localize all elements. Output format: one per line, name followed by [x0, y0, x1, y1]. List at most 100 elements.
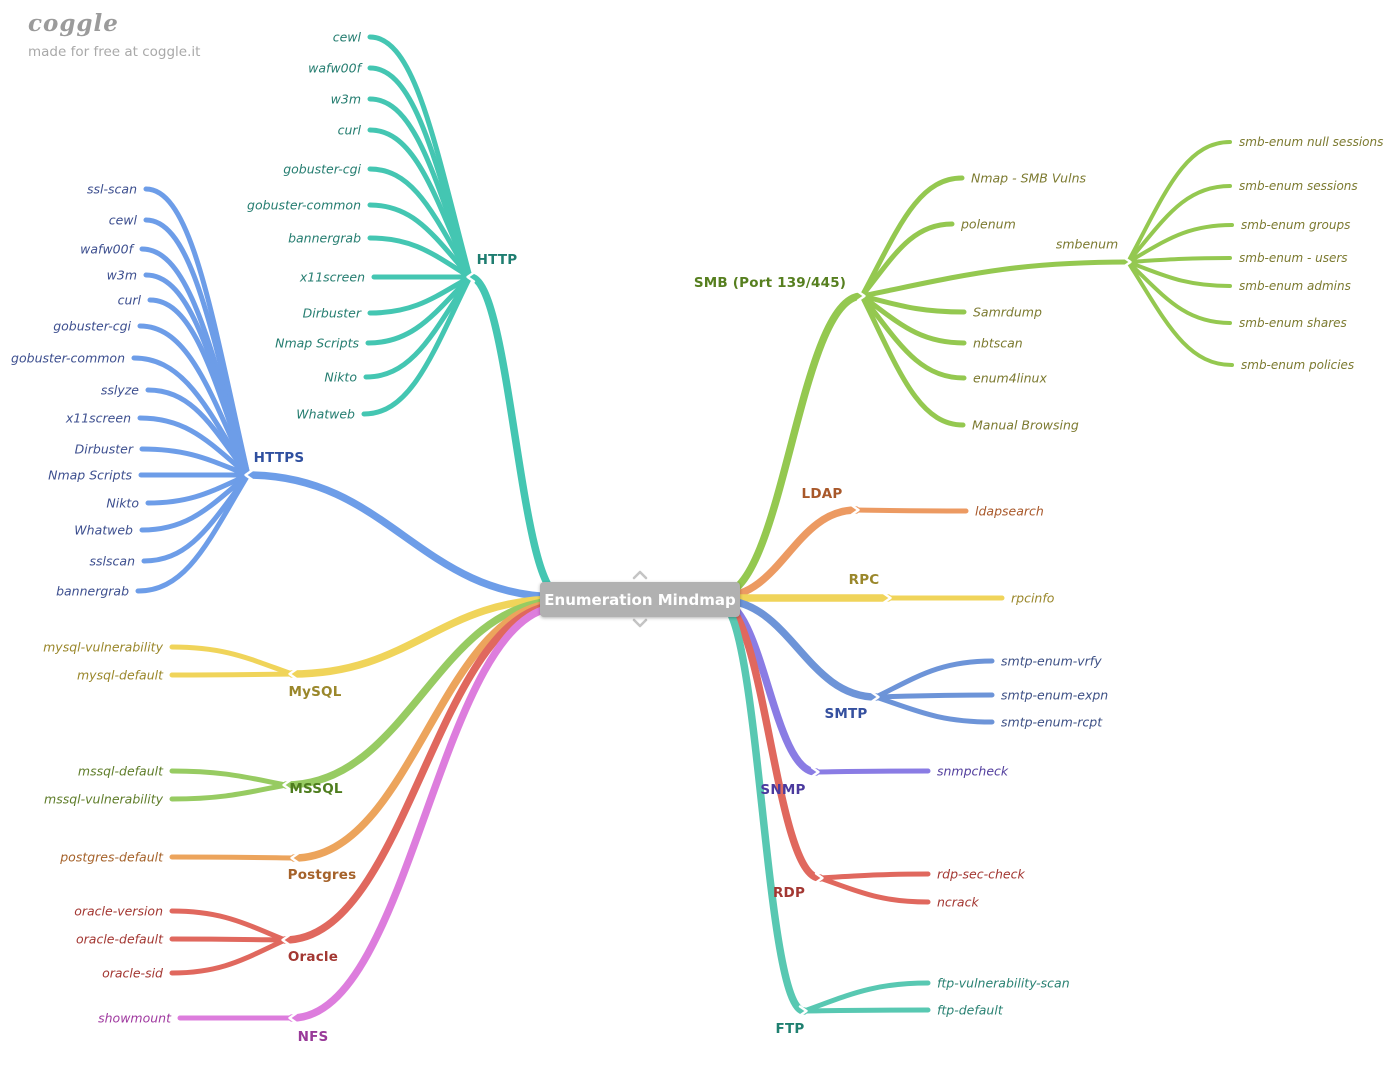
http-branch-label[interactable]: HTTP [476, 252, 518, 268]
http-item-line-curl [367, 127, 473, 280]
https-item-label-gobuster-cgi[interactable]: gobuster-cgi [53, 318, 131, 334]
oracle-branch-label[interactable]: Oracle [287, 949, 339, 965]
ftp-item-label-ftp-default[interactable]: ftp-default [937, 1002, 1003, 1018]
smb-child-label-smb-enum-groups[interactable]: smb-enum groups [1241, 218, 1351, 232]
oracle-item-label-oracle-version[interactable]: oracle-version [74, 903, 163, 919]
rpc-item-label-rpcinfo[interactable]: rpcinfo [1011, 590, 1055, 606]
smb-item-line-smbenum [859, 259, 1131, 299]
smb-child-label-smb-enum-sessions[interactable]: smb-enum sessions [1239, 179, 1358, 193]
smb-item-label-enum4linux[interactable]: enum4linux [973, 370, 1047, 386]
http-item-label-nmap-scripts[interactable]: Nmap Scripts [275, 335, 359, 351]
center-node[interactable]: Enumeration Mindmap [540, 582, 740, 617]
smtp-collapse-chevron-icon[interactable] [870, 691, 880, 703]
https-item-label-x11screen[interactable]: x11screen [65, 410, 131, 426]
postgres-collapse-chevron-icon[interactable] [290, 852, 300, 864]
postgres-branch-label[interactable]: Postgres [287, 867, 357, 883]
snmp-collapse-chevron-icon[interactable] [810, 766, 820, 778]
smb-item-label-samrdump[interactable]: Samrdump [973, 304, 1042, 320]
smb-child-label-smb-enum-users[interactable]: smb-enum - users [1239, 251, 1348, 265]
mssql-branch-label[interactable]: MSSQL [289, 781, 343, 797]
mysql-collapse-chevron-icon[interactable] [288, 668, 298, 680]
coggle-wordmark[interactable]: coggle [28, 10, 119, 37]
https-item-label-ssl-scan[interactable]: ssl-scan [87, 181, 137, 197]
https-item-label-whatweb[interactable]: Whatweb [74, 522, 133, 538]
mysql-branch-label[interactable]: MySQL [288, 684, 342, 700]
http-item-label-bannergrab[interactable]: bannergrab [288, 230, 361, 246]
smb-child-label-smb-enum-policies[interactable]: smb-enum policies [1241, 358, 1355, 372]
mysql-item-label-mysql-vulnerability[interactable]: mysql-vulnerability [43, 639, 163, 655]
http-item-label-w3m[interactable]: w3m [330, 91, 361, 107]
http-item-label-cewl[interactable]: cewl [332, 29, 361, 45]
https-item-label-wafw00f[interactable]: wafw00f [80, 241, 133, 257]
smb-child-label-smb-enum-null-sessions[interactable]: smb-enum null sessions [1239, 135, 1384, 149]
rdp-item-label-rdp-sec-check[interactable]: rdp-sec-check [937, 866, 1025, 882]
smb-branch-label[interactable]: SMB (Port 139/445) [693, 275, 847, 291]
snmp-branch-label[interactable]: SNMP [760, 782, 806, 798]
mssql-item-label-mssql-default[interactable]: mssql-default [77, 763, 163, 779]
mssql-item-label-mssql-vulnerability[interactable]: mssql-vulnerability [44, 791, 163, 807]
smtp-item-label-smtp-enum-rcpt[interactable]: smtp-enum-rcpt [1001, 714, 1103, 730]
https-item-label-curl[interactable]: curl [117, 292, 141, 308]
smb-subnode-label-smbenum[interactable]: smbenum [1055, 236, 1119, 252]
mssql-collapse-chevron-icon[interactable] [282, 779, 292, 791]
http-item-label-whatweb[interactable]: Whatweb [296, 406, 355, 422]
rpc-branch-label[interactable]: RPC [848, 572, 880, 588]
https-item-label-gobuster-common[interactable]: gobuster-common [11, 350, 125, 366]
https-branch-label[interactable]: HTTPS [253, 450, 305, 466]
https-item-label-w3m[interactable]: w3m [106, 267, 137, 283]
https-item-label-cewl[interactable]: cewl [108, 212, 137, 228]
center-collapse-up-icon[interactable] [632, 570, 648, 580]
smb-collapse-chevron-icon[interactable] [856, 290, 866, 302]
http-item-label-dirbuster[interactable]: Dirbuster [302, 305, 361, 321]
snmp-item-label-snmpcheck[interactable]: snmpcheck [937, 763, 1009, 779]
http-item-label-curl[interactable]: curl [337, 122, 361, 138]
smb-child-label-smb-enum-shares[interactable]: smb-enum shares [1239, 316, 1347, 330]
nfs-item-label-showmount[interactable]: showmount [98, 1010, 171, 1026]
ldap-collapse-chevron-icon[interactable] [850, 504, 860, 516]
smtp-branch-label[interactable]: SMTP [824, 706, 868, 722]
rdp-collapse-chevron-icon[interactable] [814, 872, 824, 884]
smtp-item-label-smtp-enum-expn[interactable]: smtp-enum-expn [1001, 687, 1109, 703]
smb-item-label-nmap-smb-vulns[interactable]: Nmap - SMB Vulns [971, 170, 1087, 186]
smb-item-label-nbtscan[interactable]: nbtscan [973, 335, 1023, 351]
smb-smbenum-collapse-chevron-icon[interactable] [1122, 256, 1132, 268]
rdp-item-label-ncrack[interactable]: ncrack [937, 894, 979, 910]
rdp-branch-label[interactable]: RDP [772, 885, 806, 901]
nfs-branch-label[interactable]: NFS [297, 1029, 329, 1045]
smb-item-label-polenum[interactable]: polenum [961, 216, 1016, 232]
postgres-item-label-postgres-default[interactable]: postgres-default [60, 849, 163, 865]
oracle-collapse-chevron-icon[interactable] [281, 934, 291, 946]
ftp-collapse-chevron-icon[interactable] [798, 1005, 808, 1017]
ldap-branch-label[interactable]: LDAP [801, 486, 843, 502]
http-item-label-wafw00f[interactable]: wafw00f [308, 60, 361, 76]
http-item-line-whatweb [361, 274, 473, 417]
smb-item-line-enum4linux [859, 293, 967, 381]
mysql-item-label-mysql-default[interactable]: mysql-default [77, 667, 163, 683]
https-item-label-nikto[interactable]: Nikto [106, 495, 139, 511]
http-item-label-gobuster-common[interactable]: gobuster-common [247, 197, 361, 213]
ldap-item-label-ldapsearch[interactable]: ldapsearch [975, 503, 1044, 519]
oracle-item-label-oracle-sid[interactable]: oracle-sid [102, 965, 163, 981]
smtp-trunk-line [716, 596, 880, 701]
ftp-branch-label[interactable]: FTP [775, 1021, 805, 1037]
oracle-item-label-oracle-default[interactable]: oracle-default [76, 931, 163, 947]
http-item-line-bannergrab [367, 235, 473, 280]
https-item-label-nmap-scripts[interactable]: Nmap Scripts [48, 467, 132, 483]
https-collapse-chevron-icon[interactable] [244, 469, 254, 481]
http-collapse-chevron-icon[interactable] [466, 271, 476, 283]
http-item-label-gobuster-cgi[interactable]: gobuster-cgi [283, 161, 361, 177]
https-item-label-sslyze[interactable]: sslyze [100, 382, 139, 398]
https-item-label-bannergrab[interactable]: bannergrab [56, 583, 129, 599]
smb-item-label-manual-browsing[interactable]: Manual Browsing [972, 417, 1079, 433]
smtp-item-label-smtp-enum-vrfy[interactable]: smtp-enum-vrfy [1001, 653, 1102, 669]
https-item-label-sslscan[interactable]: sslscan [89, 553, 135, 569]
rpc-collapse-chevron-icon[interactable] [882, 592, 892, 604]
smb-child-label-smb-enum-admins[interactable]: smb-enum admins [1239, 279, 1351, 293]
https-item-label-dirbuster[interactable]: Dirbuster [74, 441, 133, 457]
center-collapse-down-icon[interactable] [632, 618, 648, 628]
nfs-collapse-chevron-icon[interactable] [288, 1012, 298, 1024]
http-item-label-nikto[interactable]: Nikto [324, 369, 357, 385]
ftp-item-label-ftp-vulnerability-scan[interactable]: ftp-vulnerability-scan [937, 975, 1070, 991]
http-item-label-x11screen[interactable]: x11screen [299, 269, 365, 285]
